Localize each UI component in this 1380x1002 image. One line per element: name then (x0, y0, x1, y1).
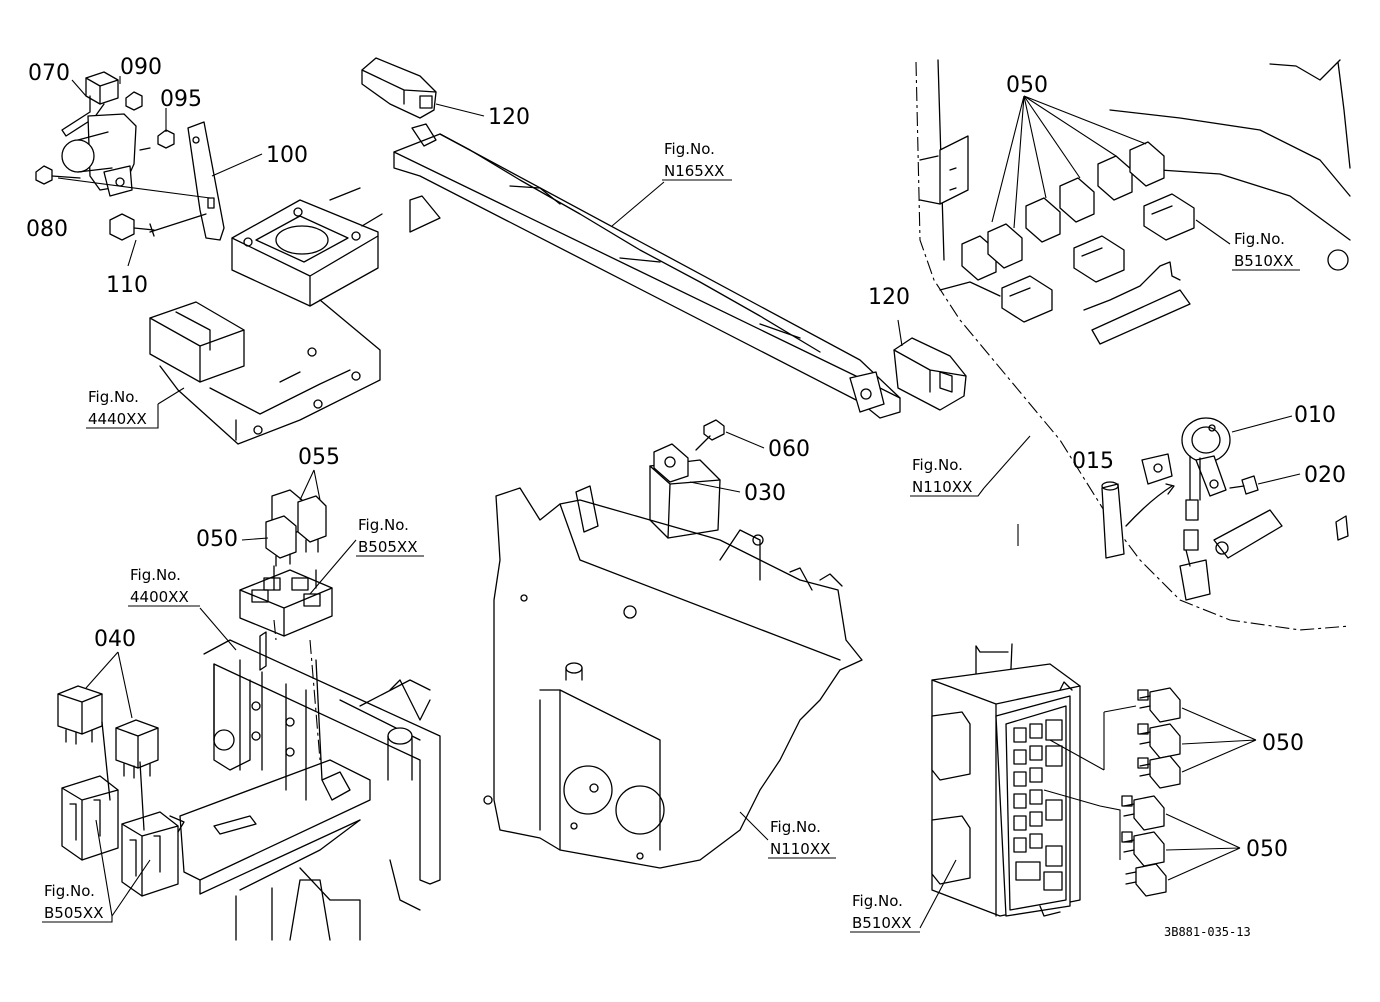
relays-050-right (1121, 687, 1181, 897)
part-label-050-top: 050 (1006, 73, 1048, 98)
part-label-050-right-lower: 050 (1246, 837, 1288, 862)
part-label-020: 020 (1304, 463, 1346, 488)
fig-ref-b510xx-bottom: Fig.No. B510XX (850, 892, 920, 933)
svg-text:B505XX: B505XX (358, 538, 417, 556)
fig-ref-n110xx-right: Fig.No. N110XX (910, 456, 985, 497)
fig-ref-n110xx-center: Fig.No. N110XX (768, 818, 836, 859)
part-label-050-right-upper: 050 (1262, 731, 1304, 756)
svg-text:Fig.No.: Fig.No. (664, 140, 715, 158)
svg-text:B505XX: B505XX (44, 904, 103, 922)
relay-group-top (961, 141, 1195, 323)
fig-ref-b505xx-mid: Fig.No. B505XX (356, 516, 424, 557)
part-label-050-mid: 050 (196, 527, 238, 552)
svg-text:B510XX: B510XX (1234, 252, 1293, 270)
part-label-060: 060 (768, 437, 810, 462)
svg-text:Fig.No.: Fig.No. (358, 516, 409, 534)
fuse-box (931, 643, 1181, 917)
svg-text:Fig.No.: Fig.No. (1234, 230, 1285, 248)
fig-ref-4440xx: Fig.No. 4440XX (86, 388, 159, 429)
solenoid-assembly (35, 71, 225, 241)
part-label-040: 040 (94, 627, 136, 652)
svg-text:N110XX: N110XX (770, 840, 830, 858)
part-label-010: 010 (1294, 403, 1336, 428)
part-label-120-right: 120 (868, 285, 910, 310)
svg-text:Fig.No.: Fig.No. (852, 892, 903, 910)
part-label-110: 110 (106, 273, 148, 298)
fig-ref-b510xx-top: Fig.No. B510XX (1232, 230, 1300, 271)
svg-text:Fig.No.: Fig.No. (88, 388, 139, 406)
svg-text:B510XX: B510XX (852, 914, 911, 932)
leader-lines (57, 76, 1301, 929)
svg-text:N165XX: N165XX (664, 162, 724, 180)
fuse-grid (1013, 719, 1063, 891)
fig-ref-b505xx-bottom: Fig.No. B505XX (42, 882, 113, 923)
part-label-090: 090 (120, 55, 162, 80)
svg-text:Fig.No.: Fig.No. (130, 566, 181, 584)
frame-4440 (149, 187, 383, 445)
svg-text:Fig.No.: Fig.No. (44, 882, 95, 900)
svg-text:N110XX: N110XX (912, 478, 972, 496)
part-label-095: 095 (160, 87, 202, 112)
part-label-015: 015 (1072, 449, 1114, 474)
part-label-055: 055 (298, 445, 340, 470)
part-label-080: 080 (26, 217, 68, 242)
drawing-code: 3B881-035-13 (1164, 925, 1251, 939)
harness-bracket (361, 57, 967, 419)
svg-text:4400XX: 4400XX (130, 588, 189, 606)
svg-text:4440XX: 4440XX (88, 410, 147, 428)
relay-bracket (179, 489, 441, 941)
fig-ref-4400xx: Fig.No. 4400XX (128, 566, 200, 607)
relays-040 (57, 685, 185, 897)
part-label-030: 030 (744, 481, 786, 506)
figure-references: Fig.No. 4440XX Fig.No. N165XX Fig.No. B5… (42, 140, 1300, 933)
center-panel (483, 419, 863, 869)
horn (1101, 417, 1349, 601)
relay-board-top (915, 59, 1351, 631)
fig-ref-n165xx: Fig.No. N165XX (662, 140, 732, 181)
svg-text:Fig.No.: Fig.No. (770, 818, 821, 836)
svg-text:Fig.No.: Fig.No. (912, 456, 963, 474)
part-number-labels: 070 090 095 100 080 110 120 120 050 055 … (26, 55, 1346, 862)
part-label-070: 070 (28, 61, 70, 86)
part-label-120-top: 120 (488, 105, 530, 130)
part-label-100: 100 (266, 143, 308, 168)
